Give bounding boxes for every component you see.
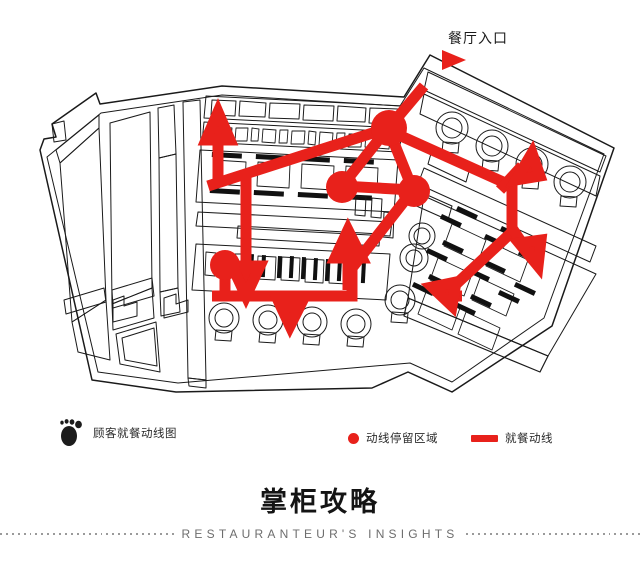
legend-title-group: 顾客就餐动线图 [58,418,177,448]
route-hub-triangle [331,117,422,196]
legend-item-route: 就餐动线 [471,430,553,446]
triangle-right-marker [442,50,466,70]
legend-item-stop-area-label: 动线停留区域 [366,431,438,445]
route-node-hub-top [371,110,407,146]
route-node-hub-right [398,175,430,207]
route-arrow-left-lower [420,274,463,318]
dotted-rule-right-icon [466,533,640,536]
legend-items: 动线停留区域 就餐动线 [348,430,553,446]
dotted-rule-left-icon [0,533,174,536]
dot-swatch-icon [348,432,359,444]
route-node-lower-left [210,250,240,280]
footer-branding: 掌柜攻略 RESTAURANTEUR'S INSIGHTS [0,487,640,541]
brand-title-cn: 掌柜攻略 [260,487,380,518]
route-arrow-up-center [326,217,371,264]
route-node-hub-left [326,171,358,203]
footprint-icon [60,419,82,446]
legend-title-label: 顾客就餐动线图 [93,426,177,440]
legend-item-route-label: 就餐动线 [505,431,553,445]
brand-subtitle-en: RESTAURANTEUR'S INSIGHTS [181,527,459,542]
entrance-label: 餐厅入口 [448,31,508,47]
route-arrow-up-left [197,98,239,146]
route-arrow-up-right [505,140,548,188]
route-arrow-down-left [223,260,269,310]
legend-item-stop-area: 动线停留区域 [348,430,438,446]
route-segment-upper [206,122,390,192]
route-arrow-down-right [508,233,548,280]
bar-swatch-icon [471,434,498,442]
route-arrow-down-center [268,292,313,339]
brand-subtitle-row: RESTAURANTEUR'S INSIGHTS [0,527,640,541]
